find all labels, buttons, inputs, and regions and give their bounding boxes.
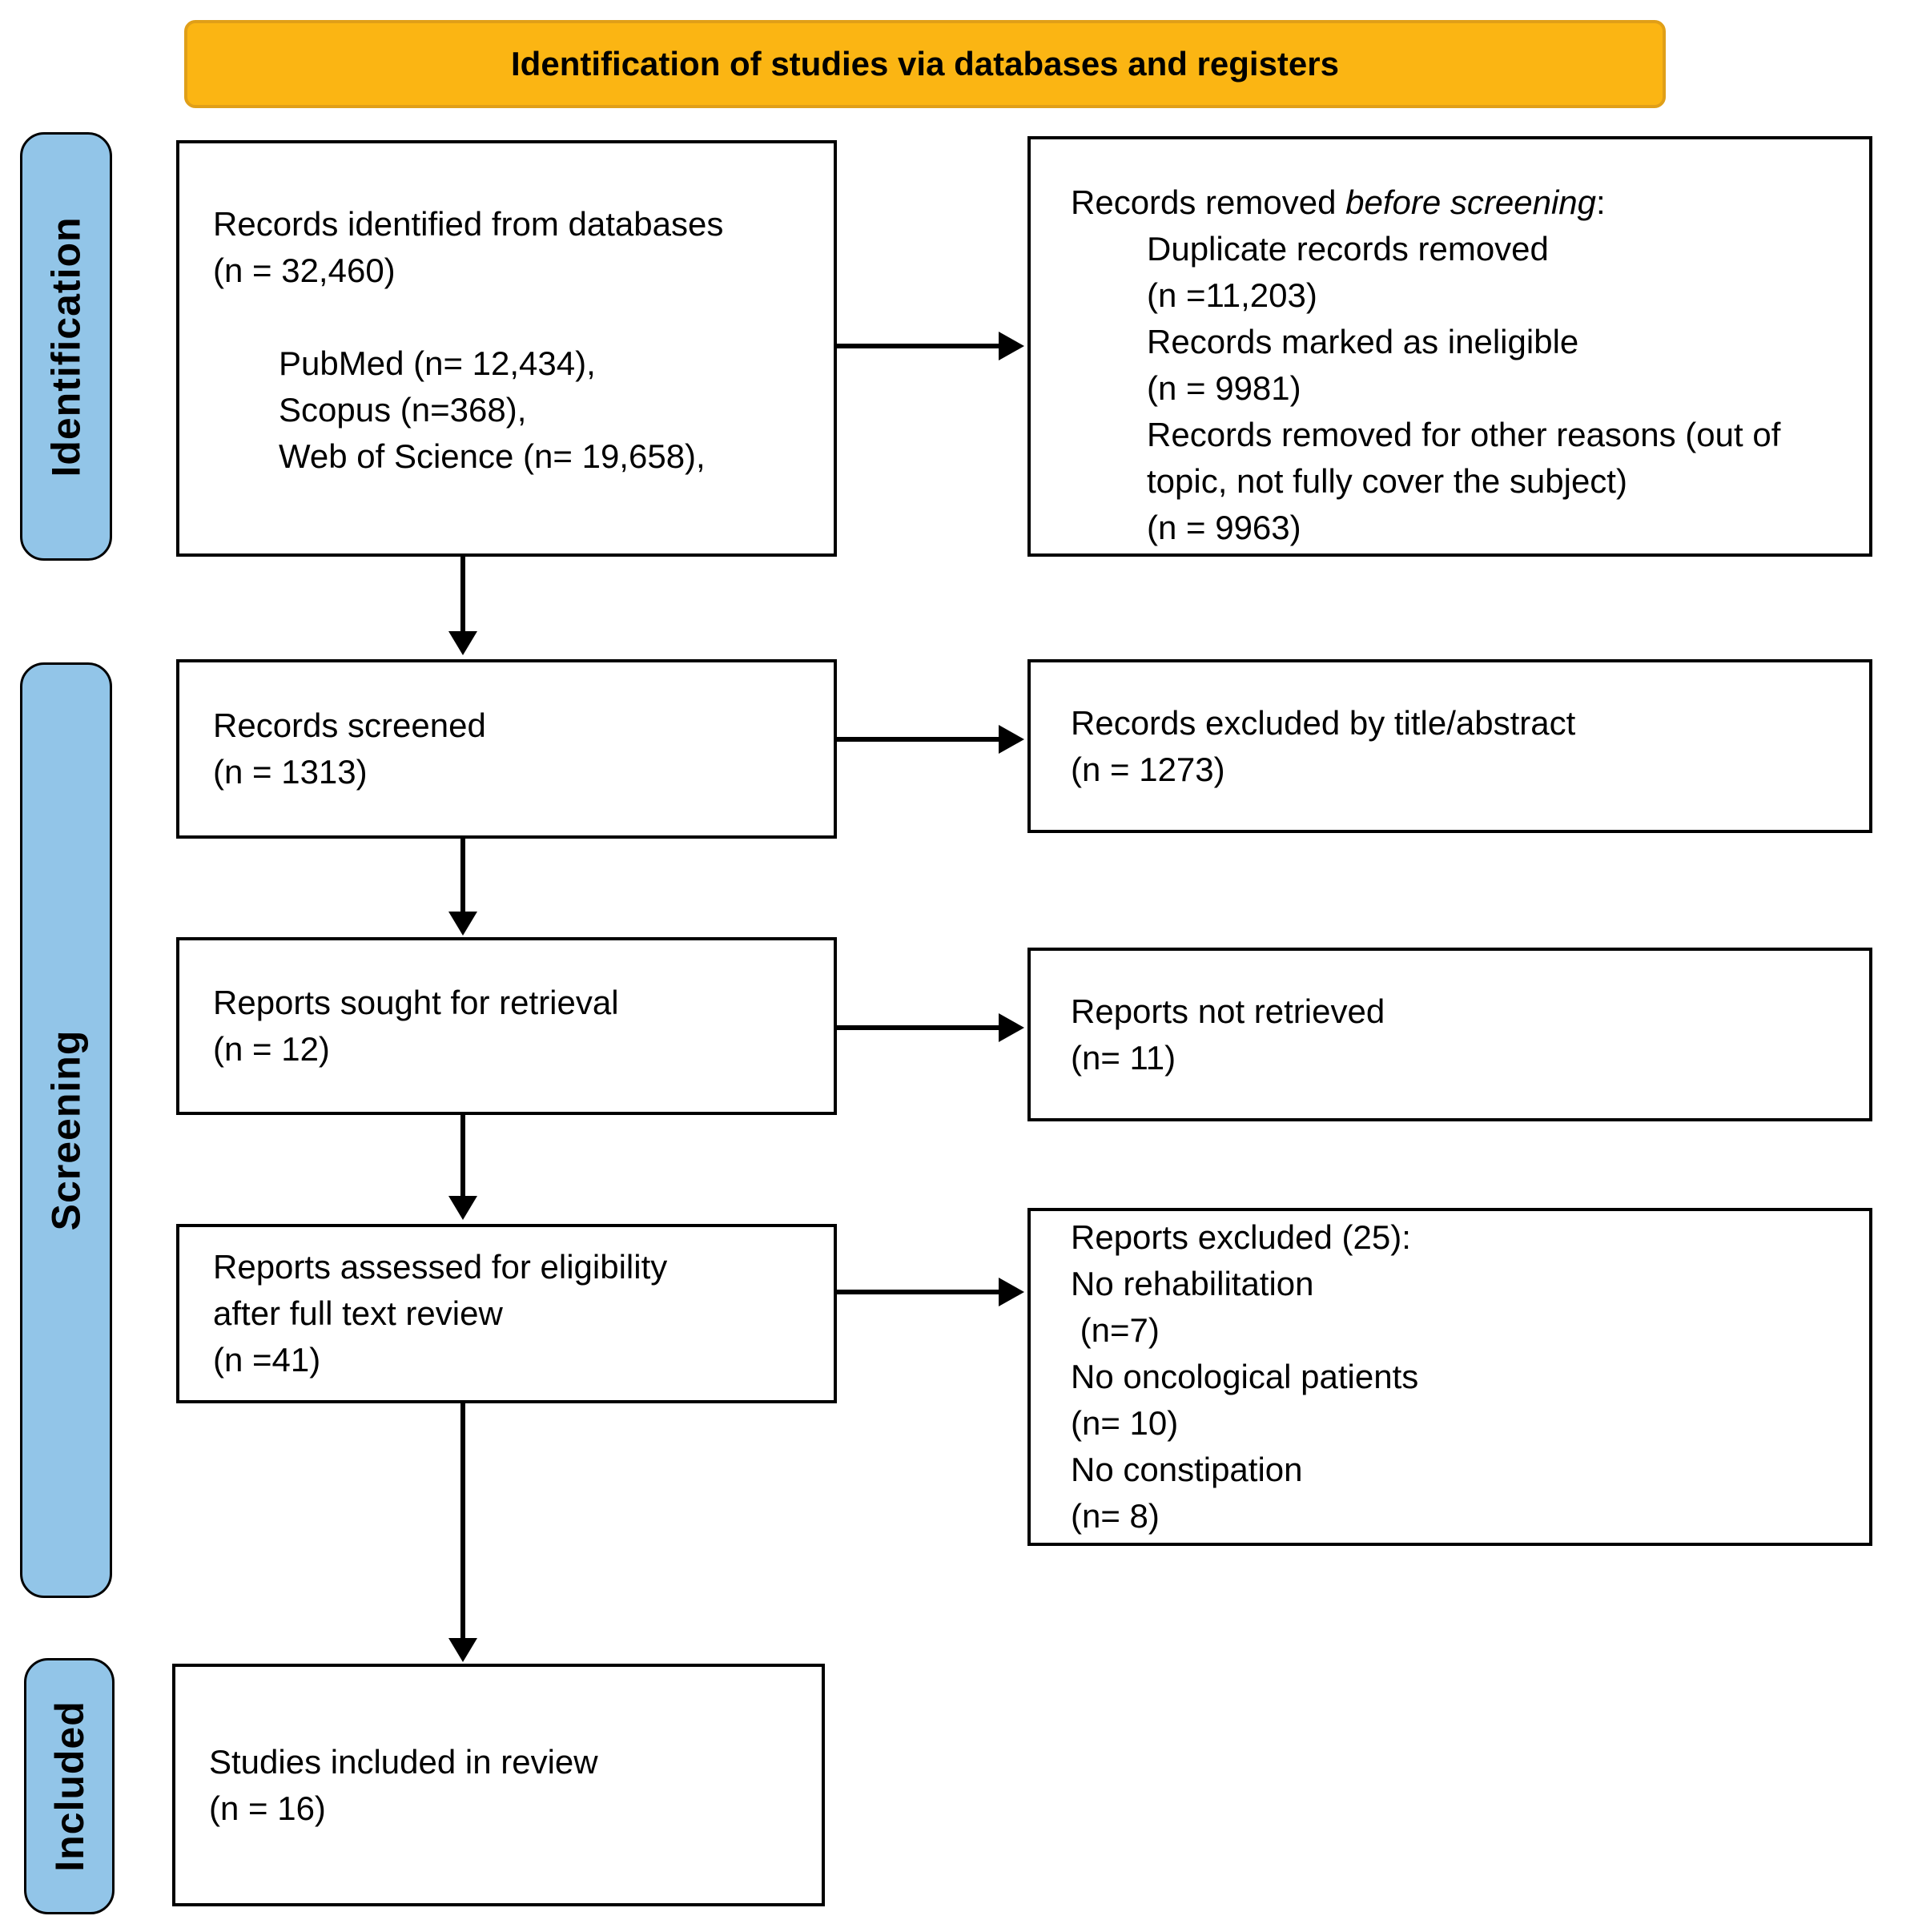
removed-item-ineligible-n: (n = 9981) (1147, 368, 1301, 407)
records-removed-title-italic: before screening (1345, 183, 1597, 221)
stage-label-included: Included (24, 1658, 115, 1914)
box-reports-sought: Reports sought for retrieval (n = 12) (176, 937, 837, 1115)
box-reports-excluded: Reports excluded (25): No rehabilitation… (1027, 1208, 1872, 1546)
source-scopus: Scopus (n=368), (279, 390, 527, 429)
stage-label-identification-text: Identification (43, 215, 89, 477)
box-records-screened: Records screened (n = 1313) (176, 659, 837, 839)
removed-item-ineligible: Records marked as ineligible (1147, 322, 1579, 360)
records-screened-line2: (n = 1313) (213, 753, 368, 791)
arrow-screened-to-sought (460, 837, 465, 912)
diagram-title-banner: Identification of studies via databases … (184, 20, 1666, 108)
arrow-screened-to-excluded (837, 737, 999, 742)
excluded-no-rehabilitation: No rehabilitation (1071, 1265, 1314, 1303)
arrow-assessed-to-included (460, 1403, 465, 1638)
arrow-identified-to-screened (460, 557, 465, 631)
stage-label-identification: Identification (20, 132, 112, 561)
spacer (213, 294, 814, 340)
arrow-sought-to-assessed (460, 1115, 465, 1196)
arrow-identified-to-removed (837, 344, 999, 348)
box-records-removed: Records removed before screening: Duplic… (1027, 136, 1872, 557)
records-identified-line2: (n = 32,460) (213, 251, 396, 289)
box-reports-not-retrieved: Reports not retrieved (n= 11) (1027, 948, 1872, 1121)
removed-item-other-reasons-n: (n = 9963) (1147, 508, 1301, 546)
studies-included-line2: (n = 16) (209, 1789, 326, 1827)
source-pubmed: PubMed (n= 12,434), (279, 344, 596, 382)
reports-assessed-line2: after full text review (213, 1294, 503, 1333)
excluded-no-oncological: No oncological patients (1071, 1358, 1419, 1396)
box-records-identified: Records identified from databases (n = 3… (176, 140, 837, 557)
records-screened-line1: Records screened (213, 706, 486, 745)
reports-assessed-line1: Reports assessed for eligibility (213, 1248, 668, 1286)
reports-not-retrieved-line1: Reports not retrieved (1071, 992, 1385, 1030)
records-removed-title-prefix: Records removed (1071, 183, 1346, 221)
box-reports-assessed: Reports assessed for eligibility after f… (176, 1224, 837, 1403)
excluded-no-constipation: No constipation (1071, 1450, 1303, 1488)
excluded-no-oncological-n: (n= 10) (1071, 1403, 1179, 1442)
arrow-sought-to-not-retrieved (837, 1025, 999, 1030)
removed-item-duplicates: Duplicate records removed (1147, 229, 1549, 268)
records-excluded-line1: Records excluded by title/abstract (1071, 703, 1576, 742)
studies-included-line1: Studies included in review (209, 1742, 598, 1781)
records-removed-title-suffix: : (1596, 183, 1606, 221)
stage-label-included-text: Included (46, 1701, 92, 1872)
stage-label-screening: Screening (20, 662, 112, 1598)
diagram-title: Identification of studies via databases … (511, 45, 1339, 83)
records-identified-line1: Records identified from databases (213, 205, 724, 243)
reports-sought-line2: (n = 12) (213, 1030, 330, 1068)
reports-excluded-title: Reports excluded (25): (1071, 1218, 1411, 1257)
records-excluded-line2: (n = 1273) (1071, 750, 1225, 788)
removed-item-duplicates-n: (n =11,203) (1147, 276, 1317, 314)
reports-sought-line1: Reports sought for retrieval (213, 984, 619, 1022)
excluded-no-rehabilitation-n: (n=7) (1071, 1311, 1160, 1350)
box-records-excluded: Records excluded by title/abstract (n = … (1027, 659, 1872, 833)
box-studies-included: Studies included in review (n = 16) (172, 1664, 825, 1906)
reports-not-retrieved-line2: (n= 11) (1071, 1038, 1176, 1077)
stage-label-screening-text: Screening (43, 1029, 89, 1231)
excluded-no-constipation-n: (n= 8) (1071, 1496, 1160, 1535)
records-removed-title: Records removed before screening: (1071, 179, 1841, 226)
removed-item-other-reasons: Records removed for other reasons (out o… (1147, 415, 1781, 500)
arrow-assessed-to-excluded (837, 1290, 999, 1294)
reports-assessed-line3: (n =41) (213, 1340, 321, 1379)
source-web-of-science: Web of Science (n= 19,658), (279, 437, 706, 475)
